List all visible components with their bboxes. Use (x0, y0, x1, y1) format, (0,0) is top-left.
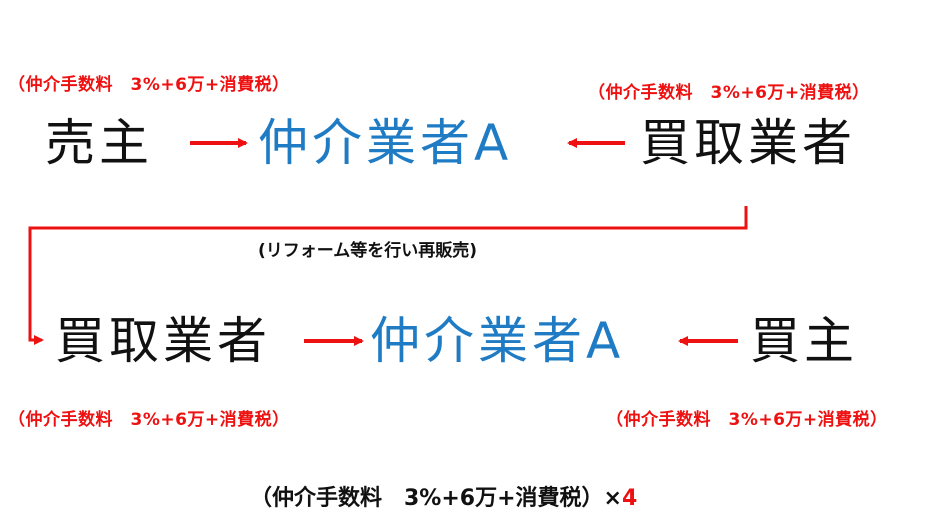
buyer-node-row1: 買取業者 (640, 114, 856, 172)
fee-label-buyer-row1: （仲介手数料 3%+6万+消費税） (588, 83, 870, 103)
fee-label-seller-row1: （仲介手数料 3%+6万+消費税） (8, 75, 290, 95)
agent-node-row1: 仲介業者A (258, 114, 513, 172)
formula-text: （仲介手数料 3%+6万+消費税）× (250, 486, 622, 511)
fee-label-buyer-row2: （仲介手数料 3%+6万+消費税） (606, 410, 888, 430)
seller-node-row1: 売主 (45, 114, 153, 172)
buyer-node-row2: 買主 (750, 312, 858, 370)
arrow-resale-connector (28, 206, 748, 345)
total-fee-formula: （仲介手数料 3%+6万+消費税）×4 (250, 480, 637, 512)
formula-multiplier: 4 (621, 486, 638, 511)
fee-label-seller-row2: （仲介手数料 3%+6万+消費税） (8, 410, 290, 430)
seller-node-row2: 買取業者 (55, 312, 271, 370)
agent-node-row2: 仲介業者A (370, 312, 625, 370)
resale-note: (リフォーム等を行い再販売) (258, 241, 478, 261)
